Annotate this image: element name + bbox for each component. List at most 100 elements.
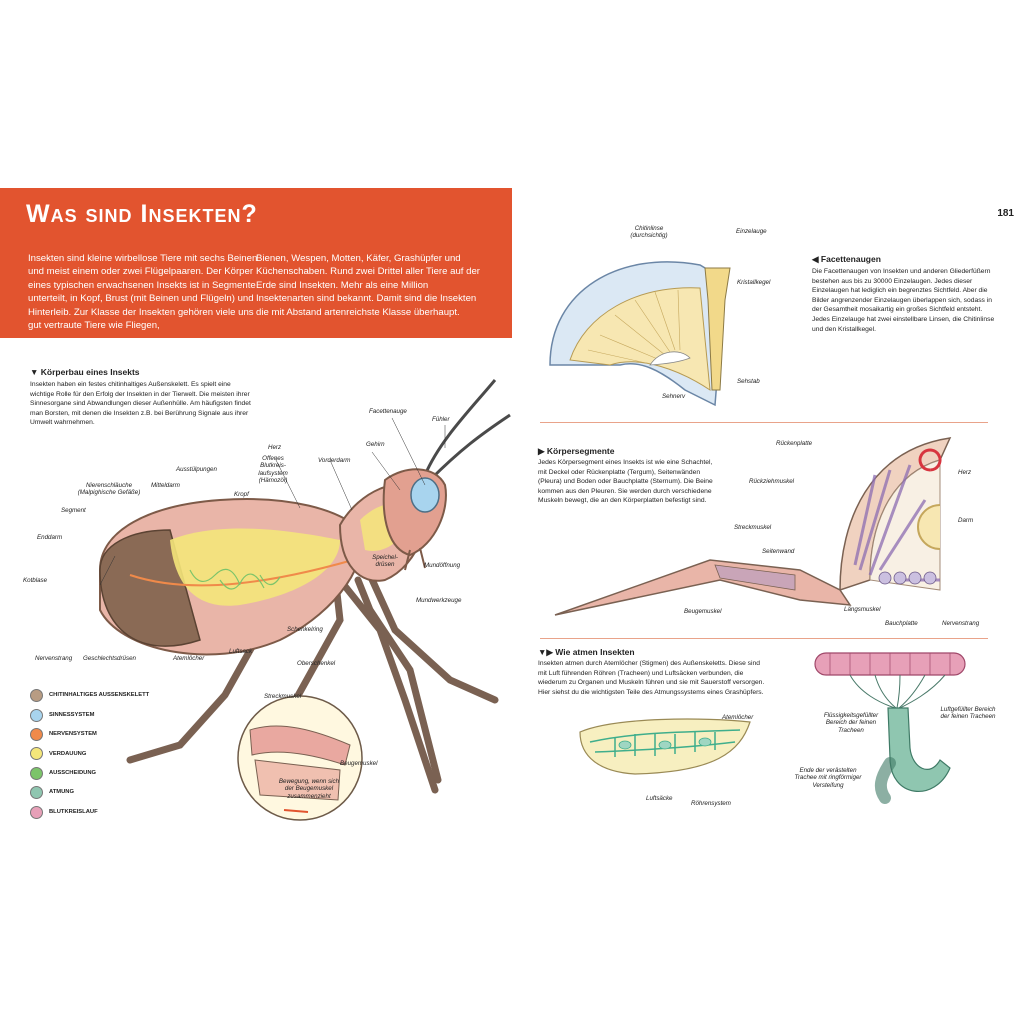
label-bewegung: Bewegung, wenn sich der Beugemuskel zusa…: [278, 778, 340, 800]
label-nervenstrang: Nervenstrang: [35, 655, 73, 662]
koerpersegmente-text: Jedes Körpersegment eines Insekts ist wi…: [538, 459, 713, 505]
legend-item: AUSSCHEIDUNG: [30, 764, 149, 783]
label-herz-segment: Herz: [958, 469, 972, 476]
label-sehstab: Sehstab: [737, 378, 760, 385]
page-title: Was sind Insekten?: [26, 200, 258, 228]
legend-item: SINNESSYSTEM: [30, 705, 149, 724]
legend-swatch: [30, 805, 43, 819]
label-sehnerv: Sehnerv: [662, 393, 686, 400]
nerve-cord: [129, 554, 371, 587]
vessel-rings: [829, 653, 951, 675]
label-luftsaecke: Luftsäcke: [646, 795, 673, 802]
facettenaugen-heading: ◀ Facettenaugen: [812, 254, 881, 264]
leader-lines: [99, 417, 446, 586]
label-ende-trachee: Ende der verästelten Trachee mit ringför…: [794, 767, 862, 789]
label-herz: Herz: [268, 444, 282, 451]
legend: CHITINHALTIGES AUSSENSKELETT SINNESSYSTE…: [30, 686, 149, 822]
label-rueckenplatte: Rückenplatte: [776, 440, 813, 447]
muscles: [853, 464, 940, 582]
label-kotblase: Kotblase: [23, 577, 48, 584]
antenna-left: [423, 379, 497, 476]
intro-text-col2: Bienen, Wespen, Motten, Käfer, Grashüpfe…: [256, 253, 480, 318]
intro-text-col1: Insekten sind kleine wirbellose Tiere mi…: [28, 253, 258, 332]
legend-item: NERVENSYSTEM: [30, 725, 149, 744]
legend-label: SINNESSYSTEM: [49, 711, 95, 718]
air-sacs: [618, 737, 712, 750]
body-segment-illustration: [554, 437, 952, 616]
koerpersegmente-heading: ▶ Körpersegmente: [538, 446, 615, 456]
atmen-text: Insekten atmen durch Atemlöcher (Stigmen…: [538, 660, 765, 696]
legend-swatch: [30, 747, 43, 761]
ommatidia-lines: [587, 289, 681, 366]
label-mitteldarm: Mitteldarm: [151, 482, 180, 489]
optic-nerve: [649, 351, 691, 366]
label-ausstuelpungen: Ausstülpungen: [176, 466, 217, 473]
muscle-detail-segment-lower: [254, 759, 341, 801]
heart-icon: [918, 448, 942, 472]
legend-swatch: [30, 786, 43, 800]
legend-label: ATMUNG: [49, 789, 75, 796]
label-facettenauge: Facettenauge: [369, 408, 407, 415]
label-fluessigkeitsgefuellt: Flüssigkeitsgefüllter Bereich der feinen…: [823, 712, 879, 734]
muscle-detail-segment: [249, 725, 351, 766]
legend-label: VERDAUUNG: [49, 750, 87, 757]
legend-swatch: [30, 727, 43, 741]
movement-arrow: [283, 809, 309, 813]
legend-label: NERVENSYSTEM: [49, 731, 97, 738]
label-bauchplatte: Bauchplatte: [885, 620, 918, 627]
label-nierenschlaeuche: Nierenschläuche (Malpighische Gefäße): [77, 482, 141, 497]
legend-swatch: [30, 708, 43, 722]
title-banner: [0, 188, 512, 338]
grasshopper-respiration-illustration: [579, 718, 751, 775]
label-mundwerkzeuge: Mundwerkzeuge: [416, 597, 462, 604]
label-kropf: Kropf: [234, 491, 249, 498]
legend-label: CHITINHALTIGES AUSSENSKELETT: [49, 692, 150, 699]
label-chitinlinse: Chitinlinse (durchsichtig): [630, 225, 668, 240]
gut: [917, 504, 941, 550]
koerperbau-text: Insekten haben ein festes chitinhaltiges…: [30, 381, 251, 427]
legend-swatch: [30, 766, 43, 780]
trachea-tube: [887, 707, 951, 792]
label-beugemuskel-segment: Beugemuskel: [684, 608, 722, 615]
trachea-ring-support: [874, 757, 896, 804]
legend-item: VERDAUUNG: [30, 744, 149, 763]
label-fuehler: Fühler: [432, 416, 450, 423]
label-luftgefuellt: Luftgefüllter Bereich der feinen Trachee…: [940, 706, 996, 721]
legend-label: BLUTKREISLAUF: [49, 808, 98, 815]
legend-swatch: [30, 689, 43, 703]
facettenaugen-text: Die Facettenaugen von Insekten und ander…: [812, 268, 995, 333]
label-enddarm: Enddarm: [37, 534, 63, 541]
mouthparts: [404, 547, 426, 571]
fine-tracheae: [849, 674, 946, 709]
label-nervenstrang-segment: Nervenstrang: [942, 620, 980, 627]
trachea-illustration: [814, 652, 966, 804]
longitudinal-muscles: [878, 571, 937, 585]
label-streckmuskel-segment: Streckmuskel: [734, 524, 772, 531]
label-atemloecher: Atemlöcher: [173, 655, 205, 662]
label-oberschenkel: Oberschenkel: [297, 660, 336, 667]
insect-anatomy-illustration: [99, 379, 511, 821]
label-luftsack: Luftsack: [229, 648, 253, 655]
page-number: 181: [997, 208, 1014, 219]
label-offenes-blutkreislaufsystem: Offenes Blutkreis-laufsystem (Hämozöl): [258, 455, 288, 485]
compound-eye: [410, 477, 440, 513]
label-darm: Darm: [958, 517, 974, 524]
atmen-heading: ▼▶ Wie atmen Insekten: [538, 647, 635, 657]
label-kristallkegel: Kristallkegel: [737, 279, 771, 286]
legend-item: ATMUNG: [30, 783, 149, 802]
label-segment: Segment: [61, 507, 86, 514]
single-ommatidium: [704, 267, 731, 391]
label-einzelauge: Einzelauge: [736, 228, 767, 235]
compound-eye-illustration: [549, 261, 731, 407]
section-divider: [540, 638, 988, 639]
label-gehirn: Gehirn: [366, 441, 385, 448]
label-speicheldruesen: Speichel-drüsen: [372, 554, 398, 569]
label-schenkelring: Schenkelring: [287, 626, 323, 633]
label-rueckziehmuskel: Rückziehmuskel: [749, 478, 795, 485]
label-streckmuskel-detail: Streckmuskel: [264, 693, 302, 700]
label-vorderdarm: Vorderdarm: [318, 457, 351, 464]
koerperbau-heading: ▼ Körperbau eines Insekts: [30, 367, 140, 377]
label-geschlechtsdruesen: Geschlechtsdrüsen: [83, 655, 136, 662]
section-divider: [540, 422, 988, 423]
leg-muscle: [714, 564, 796, 591]
